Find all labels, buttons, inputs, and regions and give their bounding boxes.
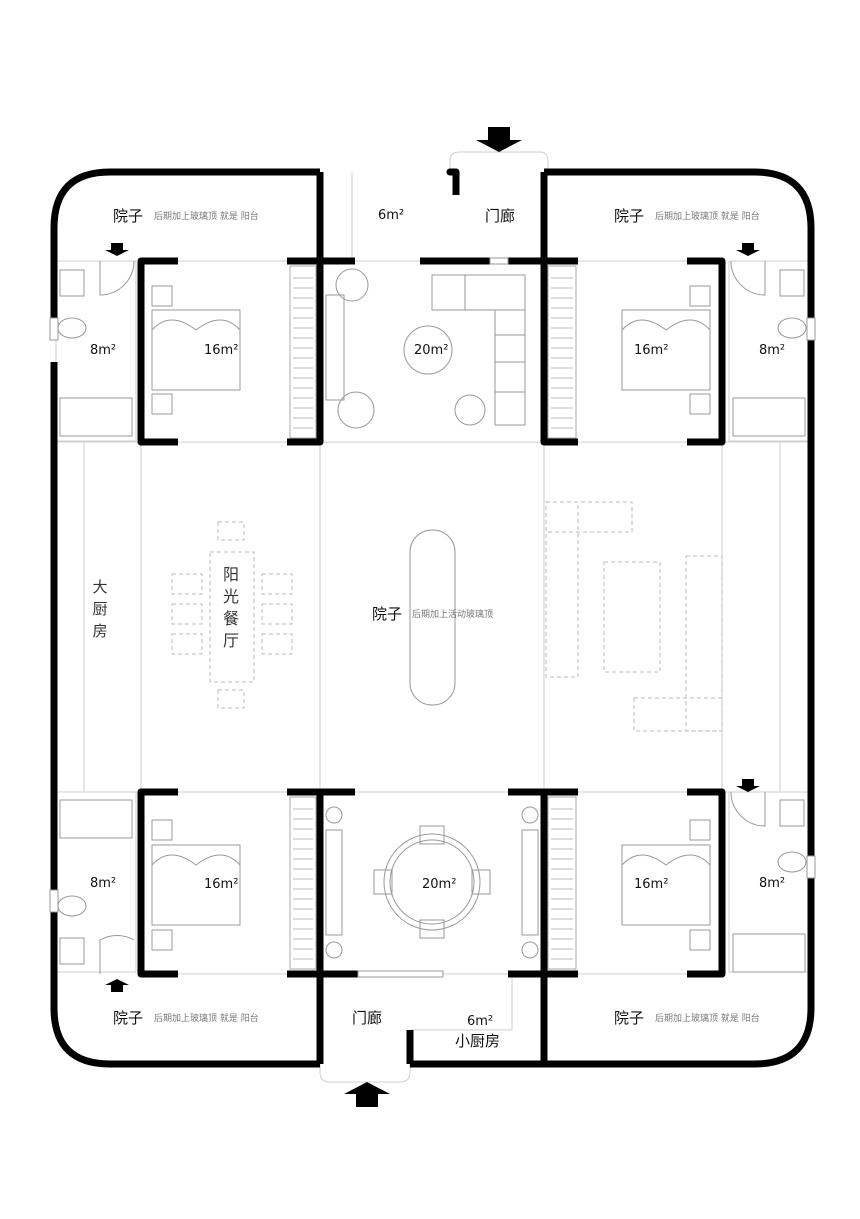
courtyard-ne-label: 院子 — [614, 207, 645, 225]
doors — [99, 260, 766, 974]
bath-se-area: 8m² — [759, 876, 786, 891]
courtyard-se-label: 院子 — [614, 1009, 645, 1027]
porch-north-area: 6m² — [378, 208, 405, 223]
bedroom-se-area: 16m² — [634, 877, 669, 892]
center-courtyard-note: 后期加上活动玻璃顶 — [412, 610, 494, 620]
bath-ne-area: 8m² — [759, 343, 786, 358]
beds — [151, 285, 711, 951]
courtyard-sw-label: 院子 — [113, 1009, 144, 1027]
small-kitchen-area: 6m² — [467, 1014, 494, 1029]
bath-sw-area: 8m² — [90, 876, 117, 891]
porch-north-label: 门廊 — [485, 207, 516, 225]
courtyard-planter — [409, 529, 456, 706]
courtyard-nw-label: 院子 — [113, 207, 144, 225]
windows — [49, 257, 816, 978]
living-room-area: 20m² — [414, 343, 449, 358]
big-kitchen-label: 大厨房 — [92, 578, 108, 640]
lounge-furniture — [545, 501, 723, 732]
walls — [50, 168, 815, 1068]
dining-room-area: 20m² — [422, 877, 457, 892]
bedroom-nw-area: 16m² — [204, 343, 239, 358]
bath-nw-area: 8m² — [90, 343, 117, 358]
sunroom-dining-furniture — [171, 521, 293, 709]
sunroom-dining-label: 阳光餐厅 — [222, 565, 239, 650]
courtyard-nw-note: 后期加上玻璃顶 就是 阳台 — [154, 212, 259, 222]
courtyard-sw-note: 后期加上玻璃顶 就是 阳台 — [154, 1014, 259, 1024]
porch-south-label: 门廊 — [352, 1009, 383, 1027]
wardrobe-stripes — [293, 277, 573, 960]
bathroom-fixtures — [57, 269, 807, 973]
living-furniture — [325, 268, 526, 429]
courtyard-ne-note: 后期加上玻璃顶 就是 阳台 — [655, 212, 760, 222]
courtyard-se-note: 后期加上玻璃顶 就是 阳台 — [655, 1014, 760, 1024]
small-kitchen-label: 小厨房 — [455, 1032, 501, 1050]
wardrobes — [289, 265, 577, 970]
entry-arrows — [105, 127, 760, 1107]
bedroom-sw-area: 16m² — [204, 877, 239, 892]
dining-furniture — [325, 806, 539, 959]
bedroom-ne-area: 16m² — [634, 343, 669, 358]
center-courtyard-label: 院子 — [372, 605, 403, 623]
